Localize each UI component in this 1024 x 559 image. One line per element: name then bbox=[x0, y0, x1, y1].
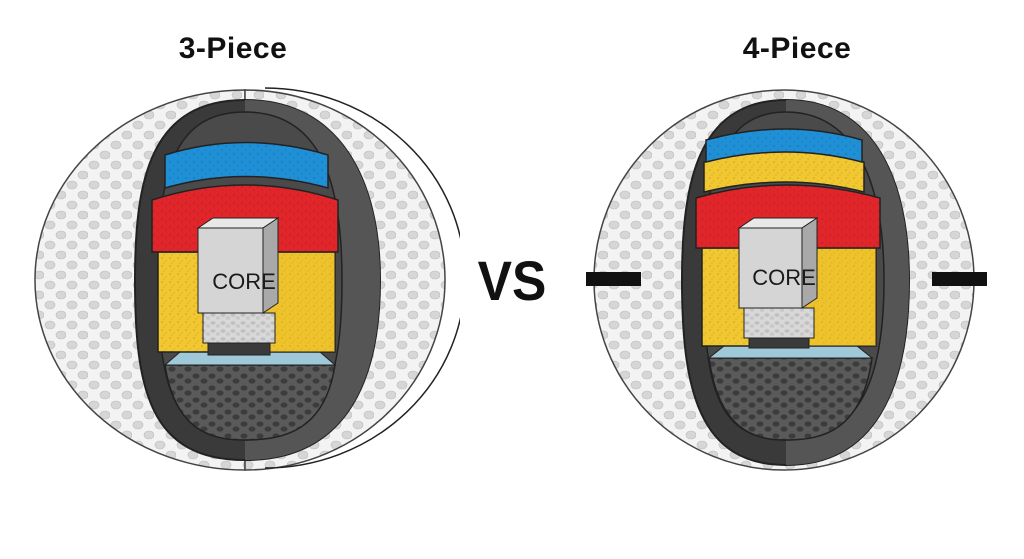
offset-shell-outline bbox=[264, 87, 460, 469]
three-piece-ball-cutaway: CORE bbox=[34, 87, 460, 471]
right-seam-bar bbox=[932, 272, 987, 286]
inner-dimple-hemisphere bbox=[708, 357, 873, 441]
three-piece-core-label: CORE bbox=[212, 269, 276, 294]
vs-label: VS bbox=[477, 249, 547, 312]
four-piece-panel: 4-Piece CORE bbox=[564, 0, 1024, 559]
core-front bbox=[197, 227, 264, 314]
four-piece-core-label: CORE bbox=[752, 265, 816, 290]
core-side bbox=[801, 217, 818, 309]
three-piece-panel: 3-Piece CORE bbox=[0, 0, 460, 559]
core-side bbox=[262, 217, 279, 314]
core-pebble-base bbox=[202, 312, 276, 344]
blue-cover-layer bbox=[705, 128, 863, 163]
core-pebble-base bbox=[743, 307, 815, 339]
four-piece-title: 4-Piece bbox=[742, 32, 852, 65]
core-front bbox=[738, 227, 803, 309]
core-pedestal bbox=[748, 337, 810, 349]
blue-cover-layer bbox=[164, 141, 329, 189]
core-pedestal bbox=[207, 342, 271, 356]
inner-dimple-hemisphere bbox=[164, 364, 336, 441]
three-piece-title: 3-Piece bbox=[178, 32, 288, 65]
left-seam-bar bbox=[586, 272, 641, 286]
four-piece-ball-cutaway: CORE bbox=[586, 89, 987, 471]
